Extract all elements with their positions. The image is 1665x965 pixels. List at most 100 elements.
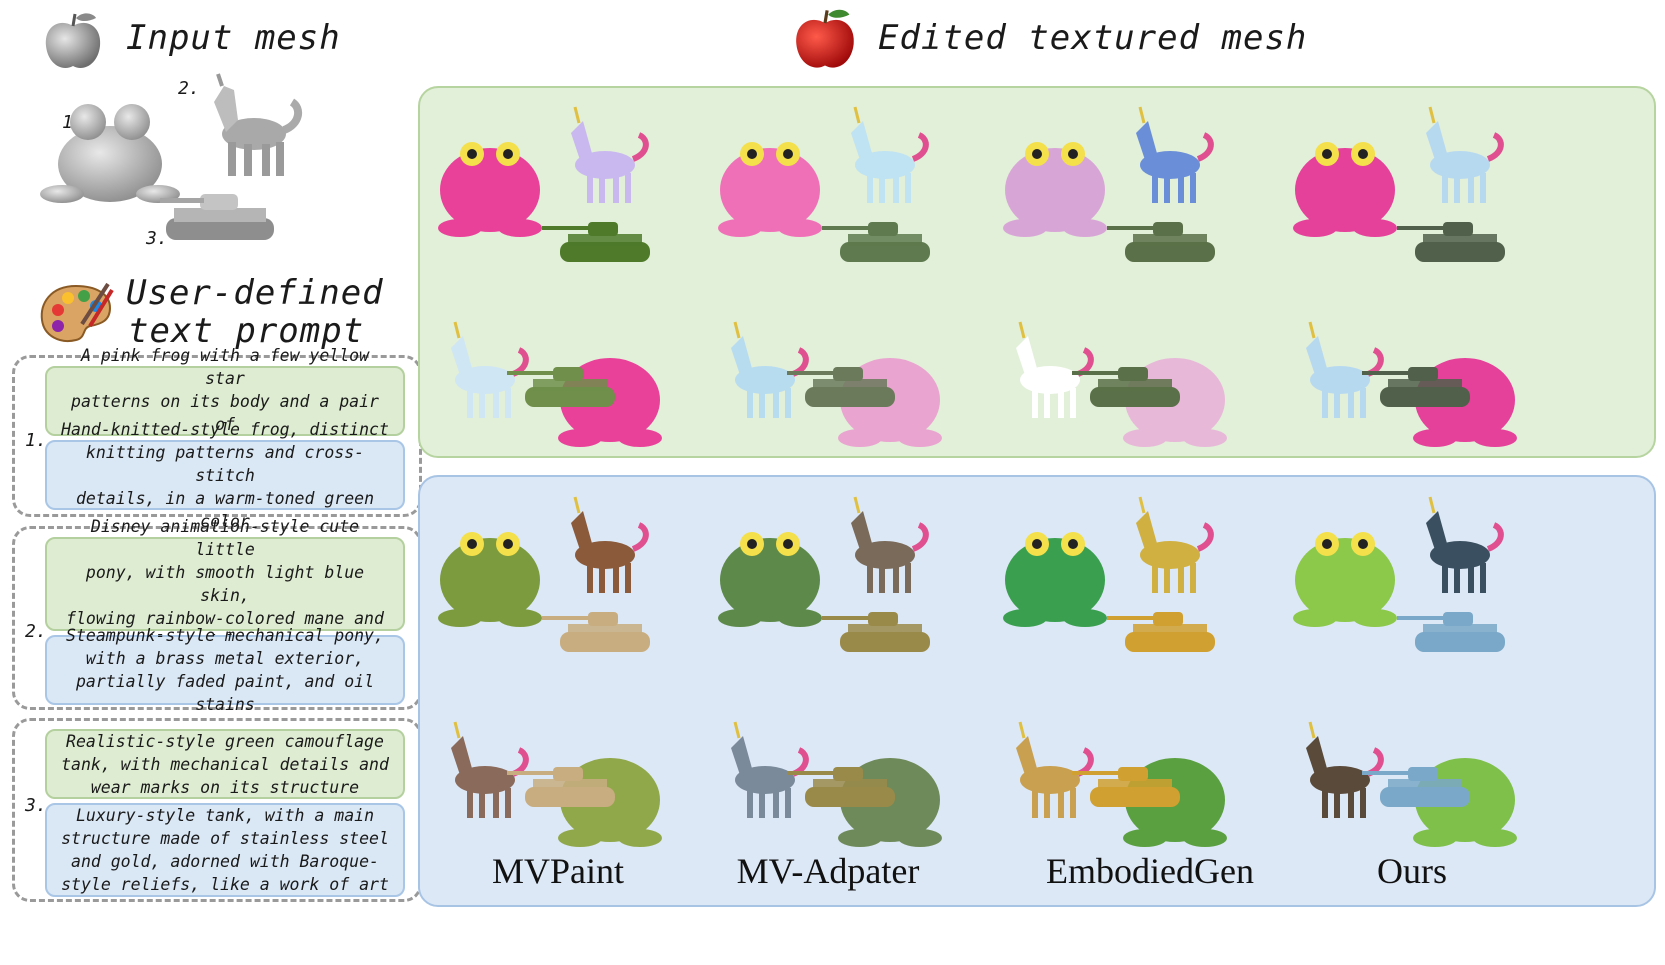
result-thumbnail bbox=[1016, 321, 1227, 447]
result-thumbnail bbox=[438, 106, 650, 262]
prompt-line: tank, with mechanical details and bbox=[61, 754, 389, 774]
prompt-line: patterns on its body and a pair of bbox=[71, 391, 379, 434]
prompt-line: Realistic-style green camouflage bbox=[66, 731, 384, 751]
result-thumbnail bbox=[1293, 496, 1505, 652]
prompt-line: knitting patterns and cross-stitch bbox=[85, 442, 365, 485]
result-thumbnail bbox=[1306, 721, 1517, 847]
palette-icon bbox=[40, 282, 114, 342]
tank-object bbox=[1362, 367, 1470, 407]
pony-object bbox=[1306, 321, 1384, 418]
frog-object bbox=[718, 532, 822, 627]
pony-object bbox=[731, 321, 809, 418]
frog-object bbox=[1003, 142, 1107, 237]
prompt-line: A pink frog with a few yellow star bbox=[80, 345, 370, 388]
tank-object bbox=[1362, 767, 1470, 807]
tank-object bbox=[1397, 222, 1505, 262]
prompt-line: wear marks on its structure bbox=[90, 777, 360, 797]
tank-object bbox=[822, 612, 930, 652]
prompt-line: with a brass metal exterior, bbox=[85, 649, 365, 668]
tank-object bbox=[542, 222, 650, 262]
method-label-ours: Ours bbox=[1377, 851, 1447, 891]
pony-object bbox=[451, 721, 529, 818]
input-mesh-title: Input mesh bbox=[126, 18, 341, 58]
prompt-line: Disney animation-style cute little bbox=[90, 517, 360, 559]
result-thumbnail bbox=[451, 721, 662, 847]
prompt-group-number: 3. bbox=[25, 795, 47, 816]
prompt-line: flowing rainbow-colored mane and bbox=[66, 609, 384, 628]
tank-object bbox=[507, 767, 615, 807]
user-prompt-title: User-defined text prompt bbox=[126, 274, 384, 350]
frog-object bbox=[1293, 142, 1397, 237]
result-thumbnail bbox=[1016, 721, 1227, 847]
user-prompt-title-line2: text prompt bbox=[128, 311, 365, 351]
prompt-line: details, in a warm-toned green color bbox=[75, 488, 374, 531]
prompt-line: style reliefs, like a work of art bbox=[61, 875, 389, 894]
result-thumbnail bbox=[718, 496, 930, 652]
result-thumbnail bbox=[731, 721, 942, 847]
tank-object bbox=[1107, 612, 1215, 652]
edited-mesh-title: Edited textured mesh bbox=[878, 18, 1308, 58]
tank-object bbox=[787, 767, 895, 807]
prompt-line: partially faded paint, and oil stains bbox=[75, 672, 374, 714]
prompt-green: Realistic-style green camouflage tank, wi… bbox=[45, 729, 405, 799]
pony-object bbox=[1426, 106, 1504, 203]
prompt-blue: Steampunk-style mechanical pony, with a b… bbox=[45, 626, 405, 714]
prompt-blue: Luxury-style tank, with a main structure … bbox=[45, 803, 405, 897]
result-thumbnail bbox=[718, 106, 930, 262]
tank-object bbox=[1107, 222, 1215, 262]
result-thumbnail bbox=[731, 321, 942, 447]
method-label-embodiedgen: EmbodiedGen bbox=[1046, 851, 1254, 891]
result-thumbnail bbox=[1003, 106, 1215, 262]
tank-object bbox=[1072, 367, 1180, 407]
frog-object bbox=[438, 142, 542, 237]
frog-object bbox=[1003, 532, 1107, 627]
tank-object bbox=[787, 367, 895, 407]
pony-object bbox=[731, 721, 809, 818]
frog-object bbox=[1293, 532, 1397, 627]
prompt-line: Hand-knitted-style frog, distinct bbox=[61, 419, 389, 439]
tank-object bbox=[1072, 767, 1180, 807]
pony-object bbox=[451, 321, 529, 418]
result-thumbnail bbox=[451, 321, 662, 447]
pony-object bbox=[1136, 106, 1214, 203]
result-thumbnail bbox=[438, 496, 650, 652]
prompt-group-number: 2. bbox=[25, 621, 47, 642]
method-label-mv-adapter: MV-Adpater bbox=[736, 851, 920, 891]
tank-object bbox=[822, 222, 930, 262]
gray-unicorn-mesh bbox=[214, 73, 303, 176]
input-label-3: 3. bbox=[146, 228, 168, 249]
frog-object bbox=[438, 532, 542, 627]
prompt-line: structure made of stainless steel bbox=[61, 829, 389, 848]
gray-frog-mesh bbox=[40, 104, 180, 203]
tank-object bbox=[507, 367, 615, 407]
user-prompt-title-line1: User-defined bbox=[126, 273, 384, 313]
frog-object bbox=[718, 142, 822, 237]
method-label-mvpaint: MVPaint bbox=[491, 851, 624, 891]
red-apple-icon bbox=[796, 9, 854, 68]
prompt-line: pony, with smooth light blue skin, bbox=[85, 563, 365, 605]
result-thumbnail bbox=[1293, 106, 1505, 262]
pony-object bbox=[1016, 721, 1094, 818]
prompt-blue: Hand-knitted-style frog, distinct knittin… bbox=[45, 420, 405, 531]
pony-object bbox=[1426, 496, 1504, 593]
pony-object bbox=[571, 496, 649, 593]
pony-object bbox=[1306, 721, 1384, 818]
prompt-line: Luxury-style tank, with a main bbox=[75, 806, 374, 825]
tank-object bbox=[1397, 612, 1505, 652]
prompt-group-3: 3. Realistic-style green camouflage tank,… bbox=[12, 718, 422, 902]
result-thumbnail bbox=[1003, 496, 1215, 652]
gray-apple-icon bbox=[45, 13, 101, 68]
pony-object bbox=[1136, 496, 1214, 593]
prompt-line: Steampunk-style mechanical pony, bbox=[66, 626, 384, 645]
pony-object bbox=[571, 106, 649, 203]
pony-object bbox=[851, 496, 929, 593]
prompt-group-number: 1. bbox=[25, 430, 47, 451]
pony-object bbox=[851, 106, 929, 203]
pony-object bbox=[1016, 321, 1094, 418]
result-thumbnail bbox=[1306, 321, 1517, 447]
tank-object bbox=[542, 612, 650, 652]
